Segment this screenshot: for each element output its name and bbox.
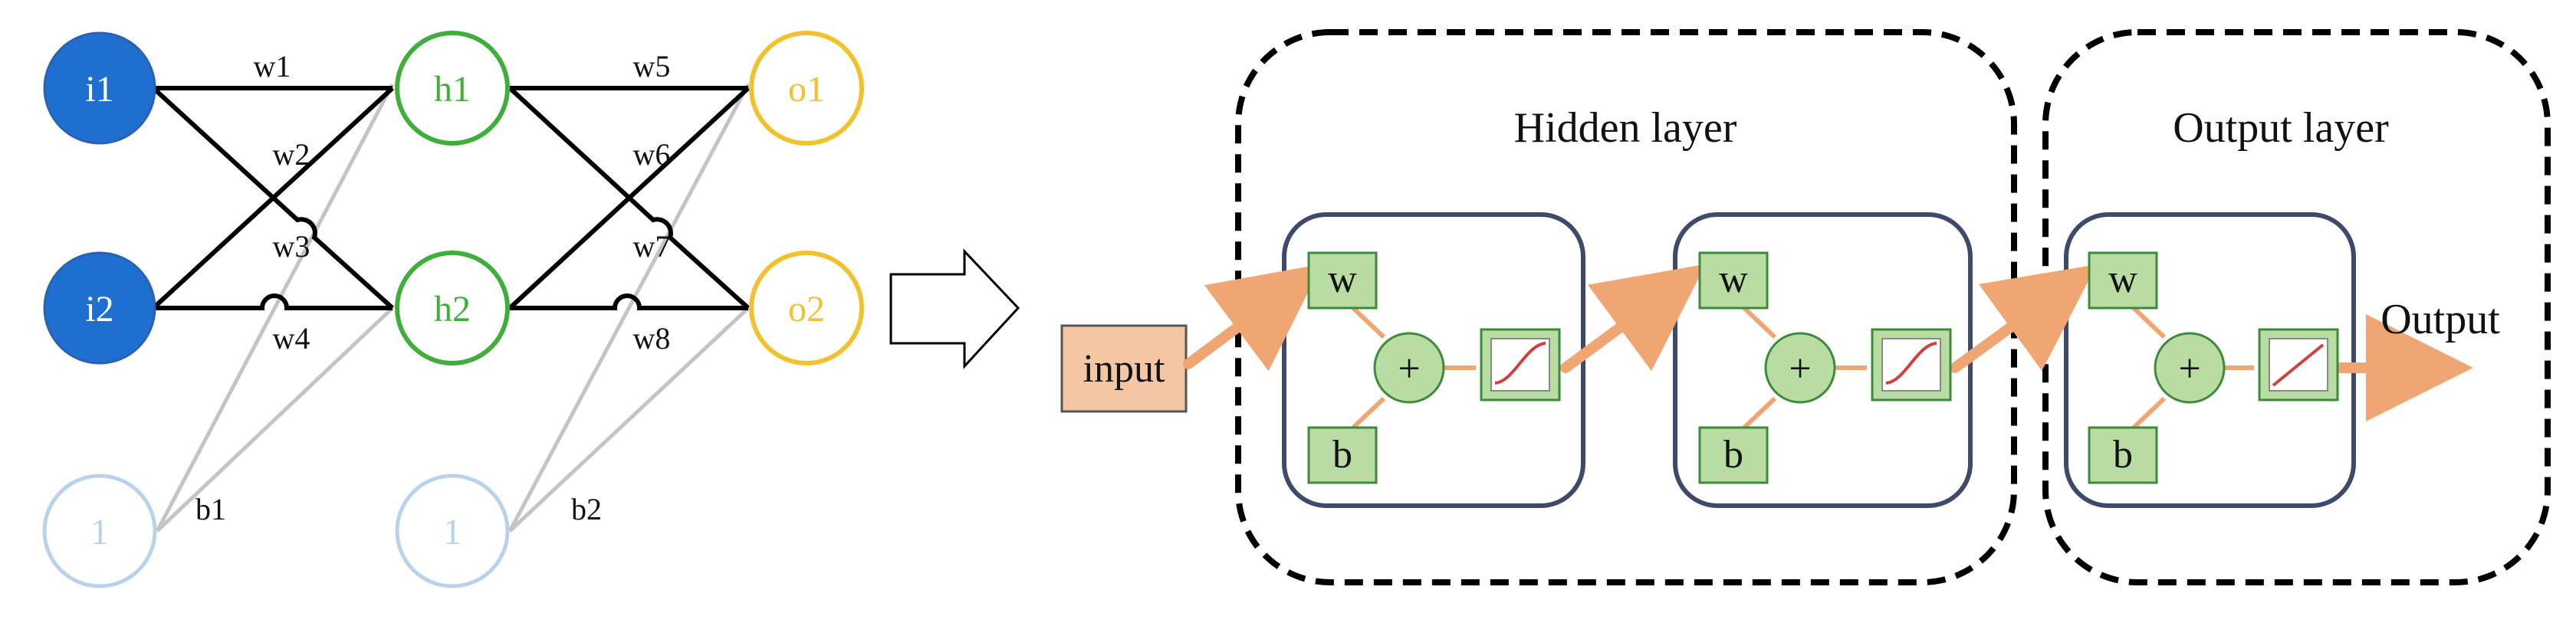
neural-network: i1 i2 h1 h2 o1 o2 1 1 [42, 31, 864, 588]
output-layer-title: Output layer [2173, 104, 2389, 152]
output-label: Output [2380, 296, 2500, 343]
bias-symbol-3: b [2113, 433, 2133, 477]
node-bias1: 1 [42, 474, 157, 588]
node-i1: i1 [43, 31, 156, 145]
node-i2-label: i2 [85, 289, 113, 329]
node-bias2-label: 1 [443, 512, 462, 552]
label-w3: w3 [273, 229, 310, 264]
bias-block-2 [1698, 426, 1769, 484]
node-h2-label: h2 [434, 289, 471, 329]
sigmoid-icon-2 [1885, 342, 1937, 385]
bias-connections [155, 83, 751, 533]
label-w6: w6 [633, 137, 671, 172]
node-h1-label: h1 [434, 69, 471, 110]
label-w7: w7 [633, 229, 671, 264]
weight-symbol-2: w [1719, 257, 1748, 301]
node-i1-label: i1 [85, 69, 113, 110]
sigmoid-icon-1 [1494, 342, 1546, 385]
edge-b1-h1 [155, 83, 395, 533]
label-w8: w8 [633, 321, 671, 356]
node-bias1-label: 1 [90, 512, 109, 552]
sum-node-2 [1764, 332, 1836, 404]
node-o1-label: o1 [788, 69, 825, 110]
label-w5: w5 [633, 49, 671, 84]
bias-symbol-1: b [1332, 433, 1352, 477]
arrow-unit1-to-unit2 [1560, 264, 1707, 373]
label-w1: w1 [254, 49, 291, 84]
input-box [1060, 324, 1188, 413]
unit2-internals: w b + [1698, 251, 1952, 484]
sum-node-1 [1373, 332, 1445, 404]
bias-block-1 [1307, 426, 1378, 484]
arrow-input-to-unit1 [1183, 264, 1322, 372]
weight-block-2 [1698, 251, 1769, 310]
edge-w6 [508, 86, 751, 310]
sum-symbol-3: + [2178, 347, 2200, 391]
input-label: input [1083, 347, 1165, 391]
edge-w3 [151, 86, 395, 310]
bias-symbol-2: b [1723, 433, 1743, 477]
node-h2: h2 [395, 251, 510, 365]
unit1-internals: w b + [1307, 251, 1561, 484]
node-o2-label: o2 [788, 289, 825, 329]
edge-w8 [510, 293, 748, 310]
bias-block-3 [2088, 426, 2158, 484]
node-i2: i2 [43, 251, 156, 365]
node-o1: o1 [749, 31, 864, 146]
node-o2: o2 [749, 251, 864, 365]
edge-b1-h2 [156, 306, 394, 533]
edge-b2-o1 [508, 83, 751, 533]
sum-symbol-1: + [1398, 347, 1420, 391]
output-unit-internals: w b + [2088, 251, 2339, 484]
edge-w7 [508, 86, 751, 310]
hidden-layer-title: Hidden layer [1514, 104, 1737, 152]
edge-w4 [153, 293, 393, 310]
node-h1: h1 [395, 31, 510, 146]
edge-b2-o2 [508, 306, 750, 533]
sum-node-3 [2154, 332, 2226, 404]
label-w2: w2 [273, 137, 310, 172]
linear-icon [2272, 343, 2325, 387]
weight-symbol-1: w [1328, 257, 1357, 301]
architecture-diagram: Hidden layer Output layer input Output w [1060, 29, 2551, 585]
label-b1: b1 [196, 492, 226, 526]
weight-block-3 [2088, 251, 2158, 310]
weight-symbol-3: w [2108, 257, 2137, 301]
label-w4: w4 [273, 321, 310, 356]
node-bias2: 1 [395, 474, 510, 588]
transform-arrow-icon [889, 248, 1020, 369]
weight-connections [151, 86, 751, 310]
edge-w2 [151, 86, 395, 310]
arrow-unit2-to-output [1950, 264, 2098, 373]
weight-block-1 [1307, 251, 1378, 310]
label-b2: b2 [571, 492, 602, 526]
sum-symbol-2: + [1789, 347, 1811, 391]
